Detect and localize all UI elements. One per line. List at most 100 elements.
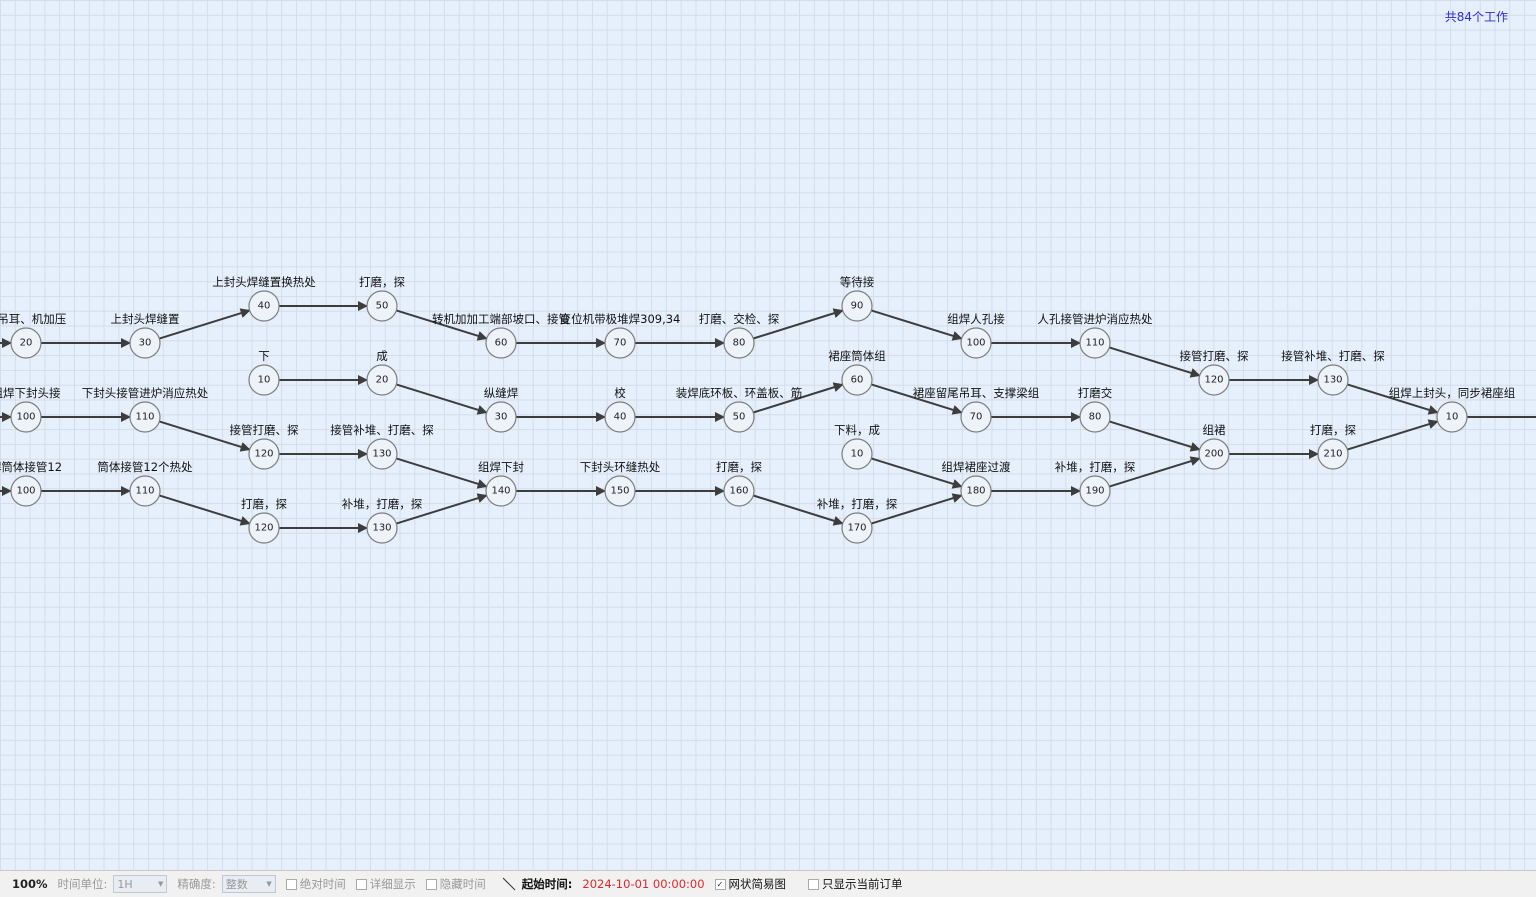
task-node-number: 130 bbox=[372, 449, 391, 460]
task-node-label: 下封头接管进炉消应热处 bbox=[82, 386, 209, 400]
task-node-label: 接管补堆、打磨、探 bbox=[330, 423, 434, 437]
task-node-number: 120 bbox=[254, 449, 273, 460]
dependency-arrow bbox=[871, 309, 963, 341]
task-node-label: 接管打磨、探 bbox=[230, 423, 299, 437]
task-node-circle bbox=[10, 401, 42, 433]
detail-display-checkbox[interactable]: 详细显示 bbox=[355, 876, 416, 892]
task-node-circle bbox=[366, 512, 398, 544]
task-node[interactable]: 120 打磨，探 bbox=[241, 497, 287, 544]
network-diagram-canvas[interactable]: 20身吊耳、机加压30上封头焊缝置40上封头焊缝置换热处50打磨，探60转机加加… bbox=[0, 0, 1536, 870]
task-node-label: 焊筒体接管12 bbox=[0, 460, 62, 474]
chevron-down-icon: ▼ bbox=[158, 880, 164, 888]
task-node-number: 120 bbox=[254, 523, 273, 534]
only-current-order-checkbox[interactable]: 只显示当前订单 bbox=[808, 876, 903, 892]
task-node-number: 150 bbox=[610, 486, 629, 497]
task-node-circle bbox=[129, 475, 161, 507]
task-node-number: 20 bbox=[376, 375, 389, 386]
task-node[interactable]: 20成 bbox=[366, 349, 398, 396]
task-node-circle bbox=[129, 327, 161, 359]
task-node[interactable]: 40校 bbox=[604, 386, 636, 433]
task-node-label: 打磨，探 bbox=[241, 497, 287, 511]
dependency-arrow bbox=[159, 494, 251, 526]
task-node-label: 裙座留尾吊耳、支撑梁组 bbox=[913, 386, 1040, 400]
task-node-number: 130 bbox=[1323, 375, 1342, 386]
dependency-arrow bbox=[396, 309, 488, 341]
task-node-number: 50 bbox=[376, 301, 389, 312]
task-node-circle bbox=[841, 512, 873, 544]
task-node-label: 打磨、交检、探 bbox=[699, 312, 780, 326]
task-node[interactable]: 100组焊下封头接 bbox=[0, 386, 61, 433]
network-simple-checkbox[interactable]: ✓网状简易图 bbox=[714, 876, 786, 892]
task-node[interactable]: 100焊筒体接管12 bbox=[0, 460, 62, 507]
task-node-number: 40 bbox=[614, 412, 627, 423]
task-node[interactable]: 10 组焊上封头，同步裙座组 bbox=[1389, 386, 1516, 433]
task-node-number: 140 bbox=[491, 486, 510, 497]
checkbox-icon bbox=[285, 878, 297, 890]
hide-time-checkbox[interactable]: 隐藏时间 bbox=[425, 876, 486, 892]
time-unit-select[interactable]: 1H▼ bbox=[113, 875, 168, 893]
start-time-value[interactable]: 2024-10-01 00:00:00 bbox=[582, 877, 705, 891]
dependency-arrow bbox=[753, 382, 844, 414]
task-node-circle bbox=[604, 327, 636, 359]
task-node-label: 接管打磨、探 bbox=[1180, 349, 1249, 363]
task-node[interactable]: 10下 bbox=[248, 349, 280, 396]
start-time-label: 起始时间: bbox=[521, 877, 573, 891]
task-node-circle bbox=[485, 401, 517, 433]
task-node-circle bbox=[366, 290, 398, 322]
task-node-circle bbox=[604, 475, 636, 507]
task-node-circle bbox=[248, 512, 280, 544]
precision-select[interactable]: 整数▼ bbox=[221, 875, 276, 893]
network-diagram: 20身吊耳、机加压30上封头焊缝置40上封头焊缝置换热处50打磨，探60转机加加… bbox=[0, 275, 1536, 544]
task-node-number: 90 bbox=[851, 301, 864, 312]
task-node[interactable]: 130 接管补堆、打磨、探 bbox=[330, 423, 434, 470]
time-unit-label: 时间单位: bbox=[57, 877, 108, 891]
only-current-order-label: 只显示当前订单 bbox=[822, 877, 903, 891]
task-node-label: 组焊上封头，同步裙座组 bbox=[1389, 386, 1516, 400]
task-node-number: 100 bbox=[966, 338, 985, 349]
task-node-circle bbox=[1317, 364, 1349, 396]
task-node[interactable]: 120 接管打磨、探 bbox=[230, 423, 299, 470]
task-node-label: 接管补堆、打磨、探 bbox=[1281, 349, 1385, 363]
task-node-circle bbox=[1079, 475, 1111, 507]
task-node[interactable]: 130 接管补堆、打磨、探 bbox=[1281, 349, 1385, 396]
task-node[interactable]: 20身吊耳、机加压 bbox=[0, 312, 66, 359]
absolute-time-checkbox[interactable]: 绝对时间 bbox=[285, 876, 346, 892]
zoom-level[interactable]: 100% bbox=[12, 877, 48, 891]
task-node-circle bbox=[248, 290, 280, 322]
dependency-arrow bbox=[396, 383, 488, 415]
bottom-toolbar: 100% 时间单位: 1H▼ 精确度: 整数▼ 绝对时间 详细显示 隐藏时间 起… bbox=[0, 870, 1536, 897]
task-node-label: 补堆，打磨，探 bbox=[342, 497, 423, 511]
task-node-number: 10 bbox=[1446, 412, 1459, 423]
task-node-label: 补堆，打磨，探 bbox=[817, 497, 898, 511]
task-node-label: 组裙 bbox=[1203, 423, 1226, 437]
task-node-number: 80 bbox=[1089, 412, 1102, 423]
checkbox-icon bbox=[808, 878, 820, 890]
